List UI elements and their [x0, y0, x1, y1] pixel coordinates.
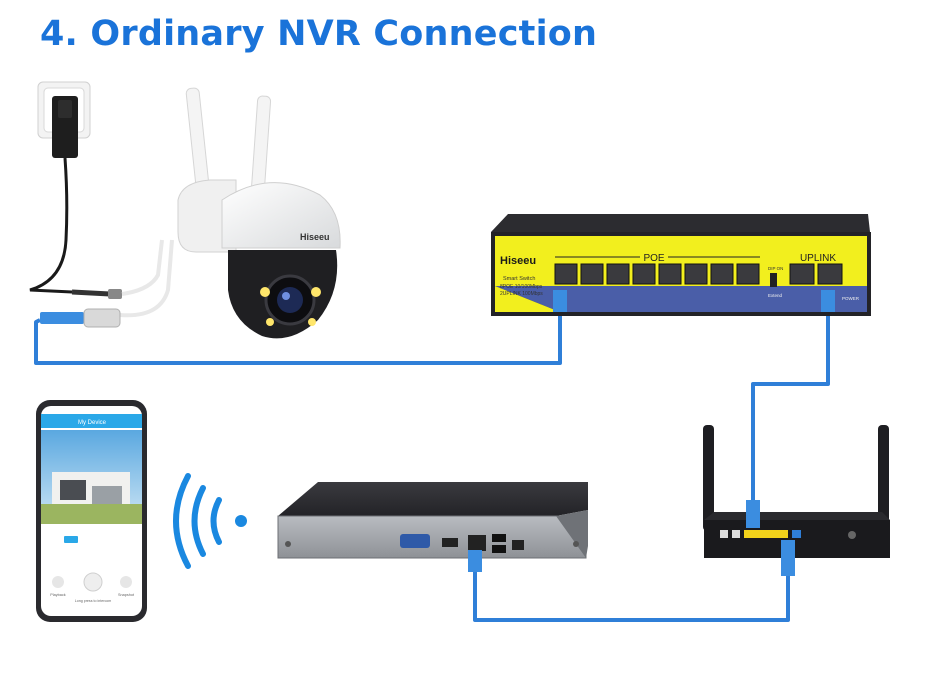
microphone-icon	[83, 572, 103, 592]
switch-uplink-plug	[821, 290, 835, 312]
router-antenna-right	[878, 425, 889, 531]
camera-light-icon	[311, 287, 321, 297]
phone-snapshot-label: Snapshot	[118, 593, 135, 597]
poe-ports	[554, 263, 760, 285]
camera-light-icon	[260, 287, 270, 297]
wifi-router	[703, 425, 890, 576]
poe-switch: Hiseeu Smart Switch 8POE 10/100Mbps 2UPL…	[491, 214, 871, 316]
nvr-plug	[468, 550, 482, 572]
uplink-ports	[789, 263, 843, 285]
camera-pigtail-cables	[119, 239, 174, 318]
uplink-label: UPLINK	[800, 253, 836, 264]
phone-header: My Device	[78, 420, 107, 426]
switch-poe-plug	[553, 290, 567, 312]
snapshot-icon	[120, 576, 132, 588]
dip-label: DIP ON	[768, 266, 783, 271]
playback-icon	[52, 576, 64, 588]
vga-port	[400, 534, 430, 548]
router-plug-1	[746, 500, 760, 528]
wifi-signal-icon	[173, 473, 247, 569]
cable-camera-to-switch	[34, 310, 562, 365]
router-plug-2	[781, 540, 795, 576]
power-label: POWER	[842, 296, 860, 301]
switch-brand: Hiseeu	[500, 255, 536, 267]
lan-port	[468, 535, 486, 551]
switch-spec-2: 8POE 10/100Mbps	[500, 284, 543, 290]
power-adapter	[29, 81, 122, 299]
router-antenna-left	[703, 425, 714, 531]
cable-nvr-to-router	[473, 570, 790, 622]
router-wan-port	[792, 530, 801, 538]
smartphone: My Device Playback Long press to interco…	[36, 400, 147, 622]
ptz-camera: Hiseeu	[177, 87, 341, 339]
network-cables	[34, 310, 830, 622]
switch-spec-1: Smart Switch	[503, 276, 535, 282]
camera-rj45-connector	[40, 308, 121, 328]
phone-intercom-label: Long press to intercom	[75, 599, 112, 603]
poe-label: POE	[643, 253, 664, 264]
router-lan-ports	[744, 530, 788, 538]
nvr-recorder	[277, 482, 588, 572]
extend-label: Extend	[768, 293, 783, 298]
cable-switch-uplink-to-router	[751, 312, 830, 505]
phone-playback-label: Playback	[50, 593, 66, 597]
camera-brand: Hiseeu	[300, 232, 330, 242]
diagram-title: 4. Ordinary NVR Connection	[40, 14, 598, 54]
switch-spec-3: 2UPLINK 100Mbps	[500, 291, 543, 297]
hdmi-port	[442, 538, 458, 547]
